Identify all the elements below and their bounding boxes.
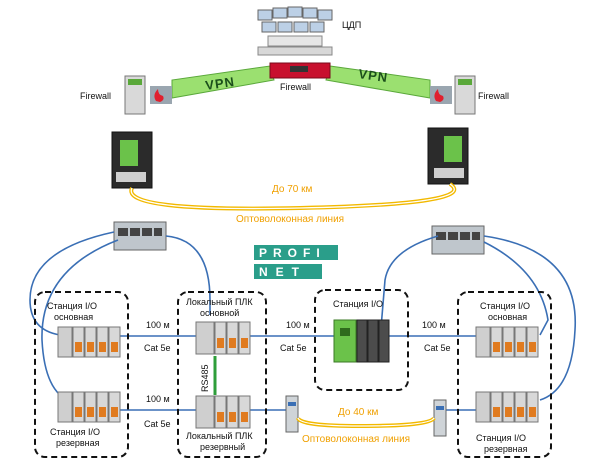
label-left-top-2: основная [54, 312, 93, 322]
plc-top [195, 321, 251, 355]
router-right-icon [427, 127, 469, 185]
label-plc-top-2: основной [200, 308, 239, 318]
profinet-bottom: NET [259, 265, 307, 279]
io-station-right-top [475, 326, 539, 358]
control-center-label: ЦДП [342, 20, 361, 30]
ethernet-cables [29, 231, 576, 411]
link-cable-2: Cat 5e [144, 419, 171, 429]
switch-right-icon [431, 225, 485, 255]
box-left [34, 291, 129, 458]
label-left-bottom-1: Станция I/O [50, 427, 100, 437]
profinet-logo: PROFI NET [254, 245, 338, 279]
firewall-right-icon [430, 75, 476, 115]
station-boxes [34, 289, 552, 458]
box-center [314, 289, 409, 391]
rs485-label: RS485 [200, 364, 210, 392]
profinet-top: PROFI [259, 246, 326, 260]
router-left-icon [111, 131, 153, 189]
label-left-top-1: Станция I/O [47, 301, 97, 311]
label-plc-bottom-2: резервный [200, 442, 245, 452]
fiber-bottom-label: Оптоволоконная линия [302, 434, 410, 445]
control-center-icon [257, 6, 333, 56]
vpn-label-left: VPN [204, 74, 236, 93]
label-plc-bottom-1: Локальный ПЛК [186, 431, 253, 441]
label-plc-top-1: Локальный ПЛК [186, 297, 253, 307]
box-right [457, 291, 552, 458]
firewall-right-label: Firewall [478, 91, 509, 101]
link-cable-4: Cat 5e [424, 343, 451, 353]
firewall-center-icon [269, 62, 331, 79]
label-right-top-2: основная [488, 312, 527, 322]
firewall-left-icon [124, 75, 172, 115]
link-speed-4: 100 м [422, 320, 446, 330]
media-converter-right-icon [433, 399, 447, 437]
firewall-center-label: Firewall [280, 82, 311, 92]
link-speed-2: 100 м [146, 394, 170, 404]
box-plc [177, 291, 267, 458]
io-station-center [333, 319, 390, 363]
label-left-bottom-2: резервная [56, 438, 100, 448]
label-right-bottom-2: резервная [484, 444, 528, 454]
link-speed-3: 100 м [286, 320, 310, 330]
plc-bottom [195, 395, 251, 429]
link-cable-1: Cat 5e [144, 343, 171, 353]
fiber-top-label: Оптоволоконная линия [236, 214, 344, 225]
label-right-bottom-1: Станция I/O [476, 433, 526, 443]
switch-left-icon [113, 221, 167, 251]
fiber-bottom-distance: До 40 км [338, 407, 379, 418]
fiber-top-distance: До 70 км [272, 184, 313, 195]
label-right-top-1: Станция I/O [480, 301, 530, 311]
io-station-left-bottom [57, 391, 121, 423]
link-cable-3: Cat 5e [280, 343, 307, 353]
vpn-label-right: VPN [358, 66, 390, 85]
firewall-left-label: Firewall [80, 91, 111, 101]
fiber-link-top [129, 182, 457, 211]
io-station-left-top [57, 326, 121, 358]
label-center: Станция I/O [333, 299, 383, 309]
io-station-right-bottom [475, 391, 539, 423]
media-converter-left-icon [285, 395, 299, 433]
link-speed-1: 100 м [146, 320, 170, 330]
fiber-link-bottom [296, 416, 436, 429]
